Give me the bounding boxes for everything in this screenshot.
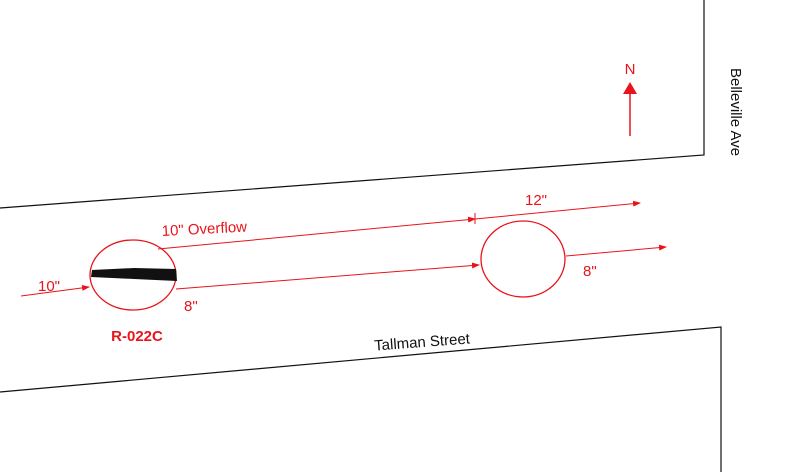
pipe-inlet-size-label: 10": [38, 278, 60, 295]
pipe-overflow[interactable]: [157, 216, 476, 250]
north-arrow-icon: [623, 82, 637, 94]
pipe-overflow-continuation-label: 12": [525, 192, 547, 209]
street-edge-south: [0, 326, 722, 472]
pipe-overflow-continuation[interactable]: [474, 200, 641, 220]
pipe-inlet[interactable]: [20, 284, 90, 297]
downstream-manhole[interactable]: [480, 220, 566, 298]
north-label: N: [625, 61, 636, 78]
street-edge-north: [0, 0, 705, 209]
pipe-manhole-outlet-label: 8": [583, 263, 597, 280]
pipe-regulator-outlet-label: 8": [184, 298, 198, 315]
street-name-belleville: Belleville Ave: [727, 68, 744, 156]
pipe-manhole-outlet[interactable]: [565, 244, 667, 257]
regulator-id-label: R-022C: [111, 328, 163, 345]
regulator-weir: [91, 268, 177, 281]
pipe-regulator-outlet[interactable]: [175, 262, 480, 290]
pipe-overflow-label: 10" Overflow: [161, 219, 247, 240]
